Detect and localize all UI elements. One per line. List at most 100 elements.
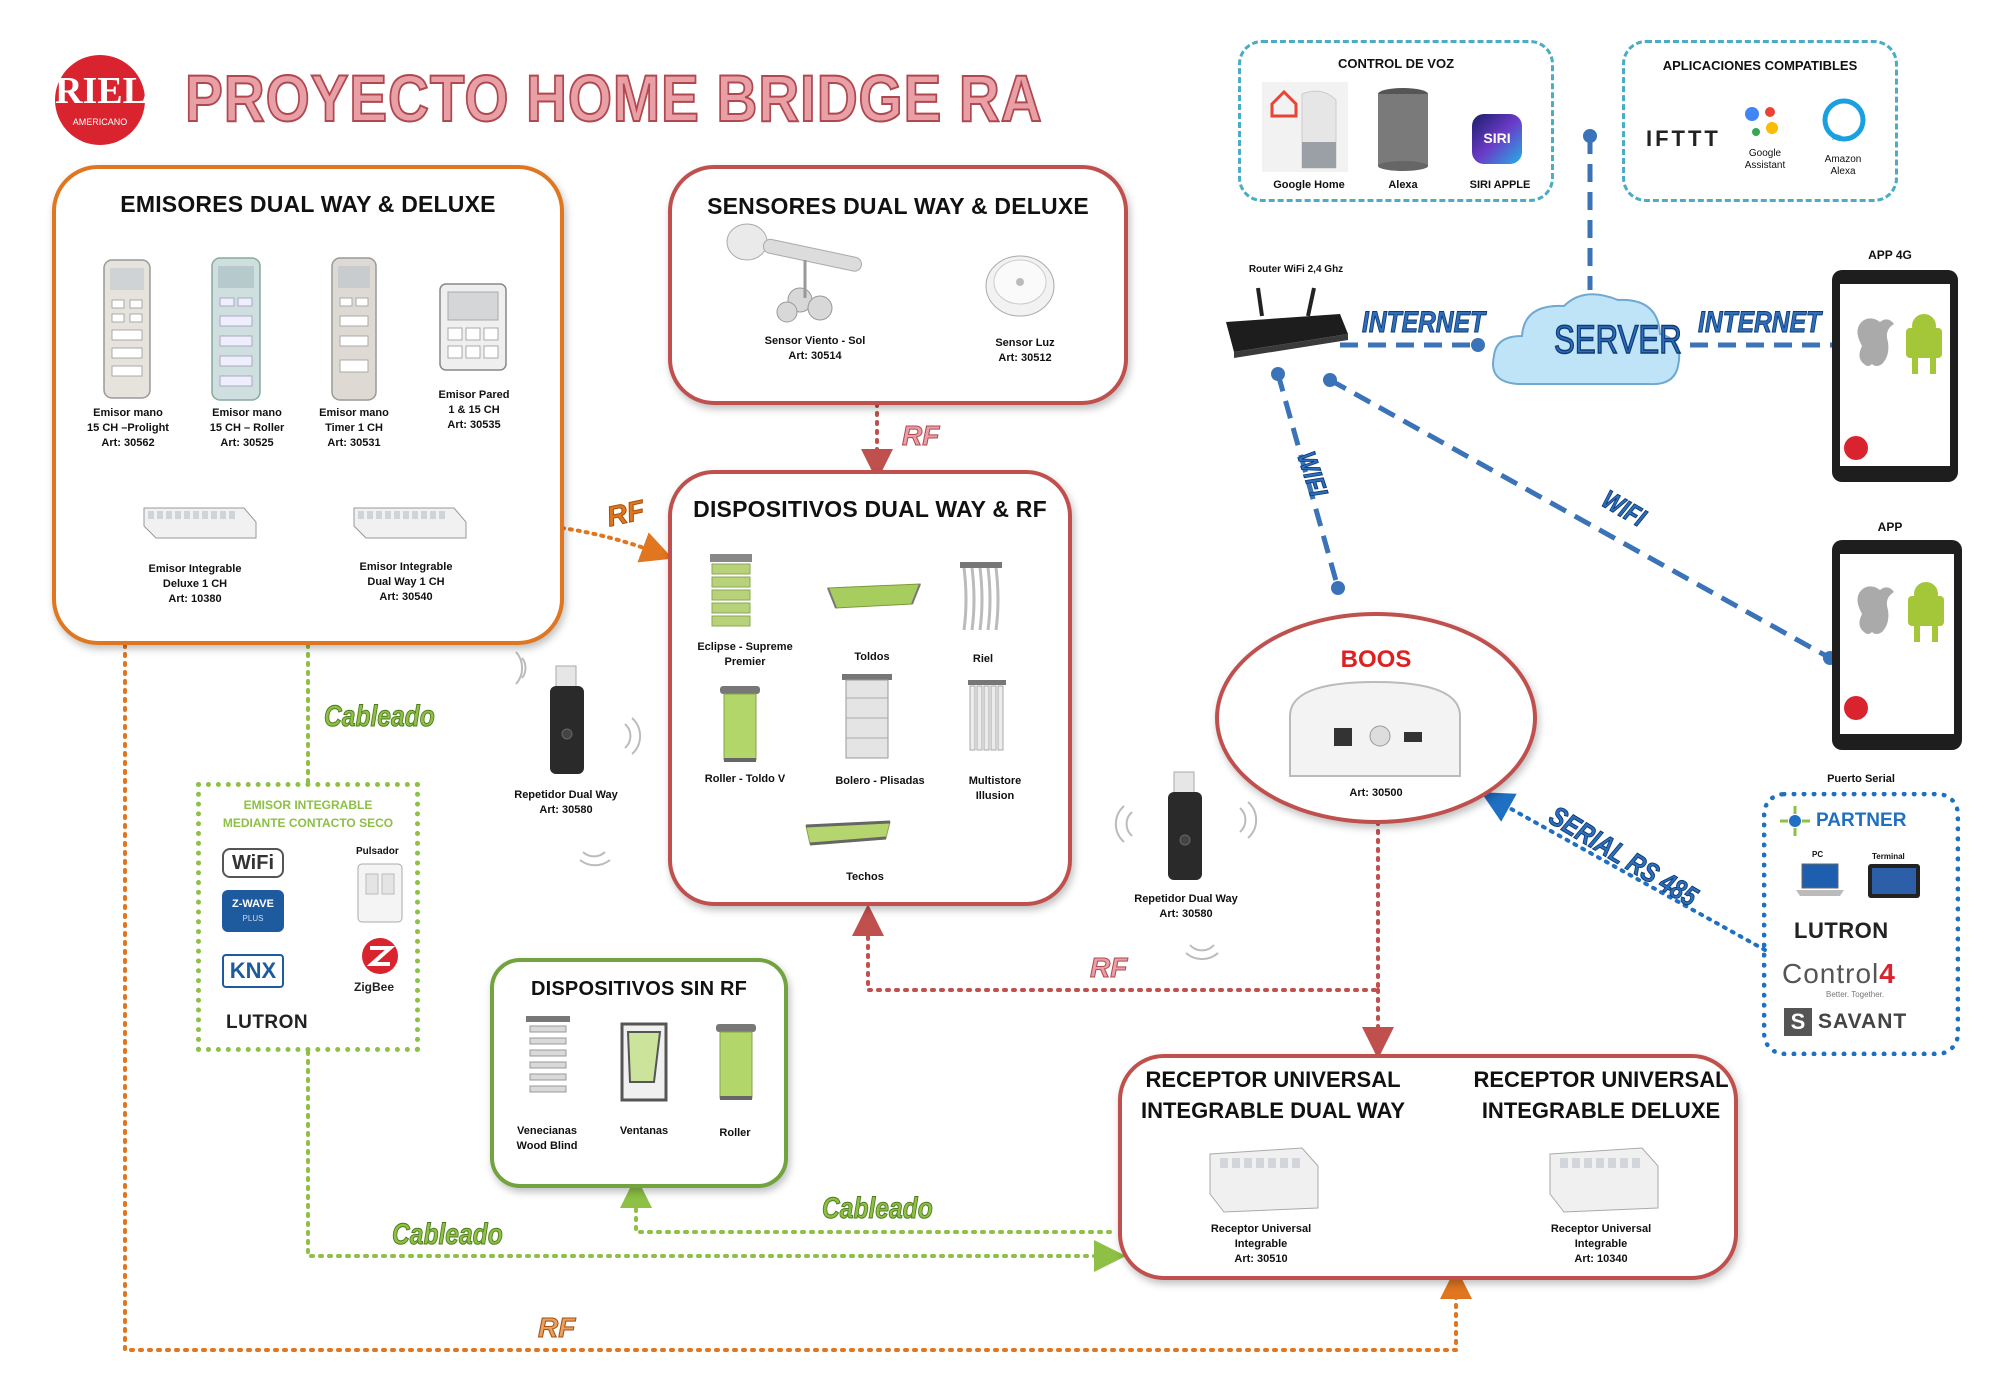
integrable-dualway-icon: [350, 498, 470, 547]
pulsador-switch-icon: [356, 862, 404, 929]
tablet-4g-icon: [1830, 268, 1960, 489]
dispositivos-rf-title: DISPOSITIVOS DUAL WAY & RF: [693, 496, 1047, 522]
emisor-caption: Emisor mano 15 CH – Roller Art: 30525: [209, 407, 285, 449]
internet-label-right: INTERNET: [1698, 306, 1822, 340]
venetian-blind-icon: [524, 1014, 572, 1109]
pulsador-label: Pulsador: [356, 846, 399, 857]
emisor-caption: Emisor mano 15 CH –Prolight Art: 30562: [87, 407, 169, 449]
device-caption: Techos: [846, 871, 884, 883]
roof-awning-icon: [802, 816, 894, 855]
pc-label: PC: [1812, 850, 1824, 859]
wifi-logo: WiFi: [222, 848, 284, 878]
device-caption: Eclipse - Supreme Premier: [697, 641, 793, 668]
control-voz-panel: [1238, 40, 1554, 202]
remote-roller-icon: [210, 256, 262, 407]
google-home-icon: [1262, 82, 1348, 177]
terminal-label: Terminal: [1872, 852, 1905, 861]
bolero-pleated-icon: [840, 672, 894, 767]
receptor-caption: Receptor Universal Integrable Art: 10340: [1550, 1223, 1652, 1265]
sensores-title: SENSORES DUAL WAY & DELUXE: [707, 193, 1089, 219]
boos-hub-icon: [1280, 676, 1470, 785]
repeater-right-icon: [1166, 770, 1206, 889]
logo-text: RIEL: [55, 70, 148, 112]
sinrf-caption: Venecianas Wood Blind: [516, 1125, 578, 1152]
repeater-caption: Repetidor Dual Way Art: 30580: [1134, 893, 1238, 920]
cableado-label-vertical: Cableado: [324, 700, 436, 734]
partner-title: PARTNER: [1816, 810, 1907, 831]
cableado-label-bottom: Cableado: [392, 1218, 504, 1252]
receptor-dualway-title: RECEPTOR UNIVERSAL INTEGRABLE DUAL WAY: [1140, 1067, 1406, 1123]
partner-network-icon: [1778, 804, 1812, 843]
integrable-deluxe-icon: [140, 498, 260, 547]
sensor-caption: Sensor Viento - Sol Art: 30514: [764, 335, 866, 362]
receptor-caption: Receptor Universal Integrable Art: 30510: [1210, 1223, 1312, 1265]
window-icon: [620, 1022, 668, 1107]
eclipse-blind-icon: [708, 552, 754, 637]
emisor-caption: Emisor Integrable Dual Way 1 CH Art: 305…: [359, 561, 453, 603]
zwave-logo: Z-WAVE PLUS: [222, 890, 284, 932]
server-label: SERVER: [1553, 317, 1682, 363]
aplicaciones-title: APLICACIONES COMPATIBLES: [1662, 58, 1858, 73]
router-caption: Router WiFi 2,4 Ghz: [1248, 264, 1344, 275]
sinrf-caption: Ventanas: [619, 1125, 669, 1137]
ifttt-logo: IFTTT: [1646, 126, 1721, 151]
lutron-logo-right: LUTRON: [1794, 918, 1889, 944]
knx-logo: KNX: [222, 954, 284, 988]
voice-caption: SIRI APPLE: [1469, 179, 1531, 191]
tablet-app-icon: [1830, 538, 1964, 757]
page-title: PROYECTO HOME BRIDGE RA: [184, 60, 1043, 136]
remote-prolight-icon: [102, 258, 152, 405]
receptor-deluxe-icon: [1544, 1134, 1664, 1221]
control4-num: 4: [1879, 958, 1896, 989]
emisor-caption: Emisor Integrable Deluxe 1 CH Art: 10380: [148, 563, 242, 605]
google-assistant-icon: [1742, 104, 1782, 145]
sin-rf-title: DISPOSITIVOS SIN RF: [530, 978, 748, 1000]
savant-s-icon: S: [1784, 1008, 1812, 1036]
emisores-title: EMISORES DUAL WAY & DELUXE: [120, 191, 496, 217]
device-caption: Multistore Illusion: [968, 775, 1022, 802]
app-caption: APP: [1877, 520, 1903, 534]
voice-caption: Google Home: [1273, 179, 1345, 191]
emisor-caption: Emisor mano Timer 1 CH Art: 30531: [319, 407, 389, 449]
siri-badge: SIRI: [1483, 130, 1511, 146]
riel-logo: RIEL AMERICANO: [55, 55, 148, 145]
sensor-caption: Sensor Luz Art: 30512: [995, 337, 1055, 364]
server-cloud-icon: [1488, 286, 1684, 401]
savant-logo: SAVANT: [1818, 1010, 1908, 1033]
rf-label-bottom: RF: [537, 1312, 576, 1344]
emisor-seco-title: EMISOR INTEGRABLE MEDIANTE CONTACTO SECO: [222, 798, 394, 830]
receptor-deluxe-title: RECEPTOR UNIVERSAL INTEGRABLE DELUXE: [1473, 1067, 1729, 1123]
emisor-caption: Emisor Pared 1 & 15 CH Art: 30535: [438, 389, 510, 431]
riel-curtain-icon: [958, 560, 1004, 639]
amazon-alexa-icon: [1822, 98, 1866, 147]
puerto-serial-label: Puerto Serial: [1827, 773, 1895, 785]
terminal-icon: [1866, 862, 1922, 905]
sinrf-caption: Roller: [719, 1127, 751, 1139]
lutron-text: LUTRON: [1794, 918, 1889, 943]
alexa-echo-icon: [1376, 86, 1430, 175]
remote-timer-icon: [330, 256, 378, 407]
device-caption: Riel: [972, 653, 994, 665]
zwave-text: Z-WAVE: [232, 898, 274, 910]
emisores-panel: EMISORES DUAL WAY & DELUXE: [52, 165, 564, 645]
repeater-caption: Repetidor Dual Way Art: 30580: [514, 789, 618, 816]
cableado-label-sinrf: Cableado: [822, 1192, 934, 1226]
aplicaciones-panel: [1622, 40, 1898, 202]
lutron-logo-left: LUTRON: [226, 1012, 309, 1033]
device-caption: Roller - Toldo V: [704, 773, 786, 785]
wall-emitter-icon: [438, 282, 508, 377]
pc-laptop-icon: [1796, 862, 1844, 901]
emisor-seco-panel: [196, 782, 420, 1052]
zigbee-icon: [358, 936, 402, 981]
repeater-left-icon: [548, 664, 588, 783]
receptor-dualway-icon: [1204, 1134, 1324, 1221]
router-icon: [1222, 286, 1352, 365]
zwave-sub: PLUS: [242, 914, 264, 923]
roller-sinrf-icon: [714, 1022, 758, 1111]
wind-sun-sensor-icon: [725, 220, 885, 335]
partner-panel: [1762, 792, 1960, 1056]
boos-title: BOOS: [1340, 646, 1412, 673]
awning-icon: [826, 580, 922, 619]
light-sensor-icon: [982, 250, 1058, 325]
siri-icon: SIRI: [1472, 114, 1522, 164]
